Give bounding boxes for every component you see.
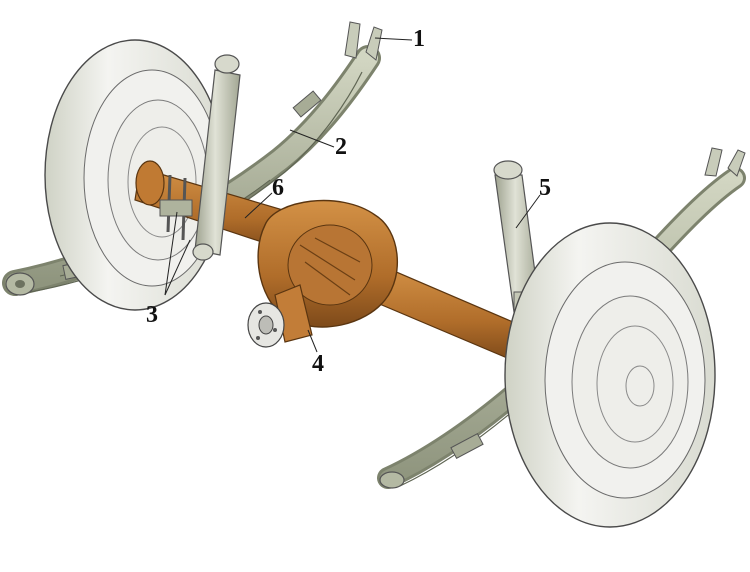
callout-3-u-bolts: 3 bbox=[146, 302, 158, 328]
pinion-flange bbox=[247, 302, 285, 348]
leader-line-2 bbox=[289, 129, 335, 148]
callout-4-differential: 4 bbox=[312, 351, 324, 377]
callout-1-spring-bracket: 1 bbox=[413, 26, 425, 52]
leader-line-3b bbox=[164, 239, 191, 296]
left-shock-absorber bbox=[192, 54, 241, 261]
leader-line-4 bbox=[307, 329, 318, 353]
callout-5-shock-absorber: 5 bbox=[539, 175, 551, 201]
leader-line-5 bbox=[515, 194, 541, 229]
callout-2-leaf-spring: 2 bbox=[335, 134, 347, 160]
leader-line-6 bbox=[244, 192, 273, 219]
callout-6-axle-housing: 6 bbox=[272, 175, 284, 201]
leader-line-1 bbox=[374, 37, 413, 41]
leader-lines bbox=[164, 37, 541, 353]
axle-housing bbox=[134, 160, 521, 361]
left-u-bolts bbox=[159, 174, 193, 241]
leader-line-3a bbox=[164, 211, 178, 296]
left-wheel bbox=[44, 39, 226, 311]
right-wheel bbox=[504, 222, 716, 528]
